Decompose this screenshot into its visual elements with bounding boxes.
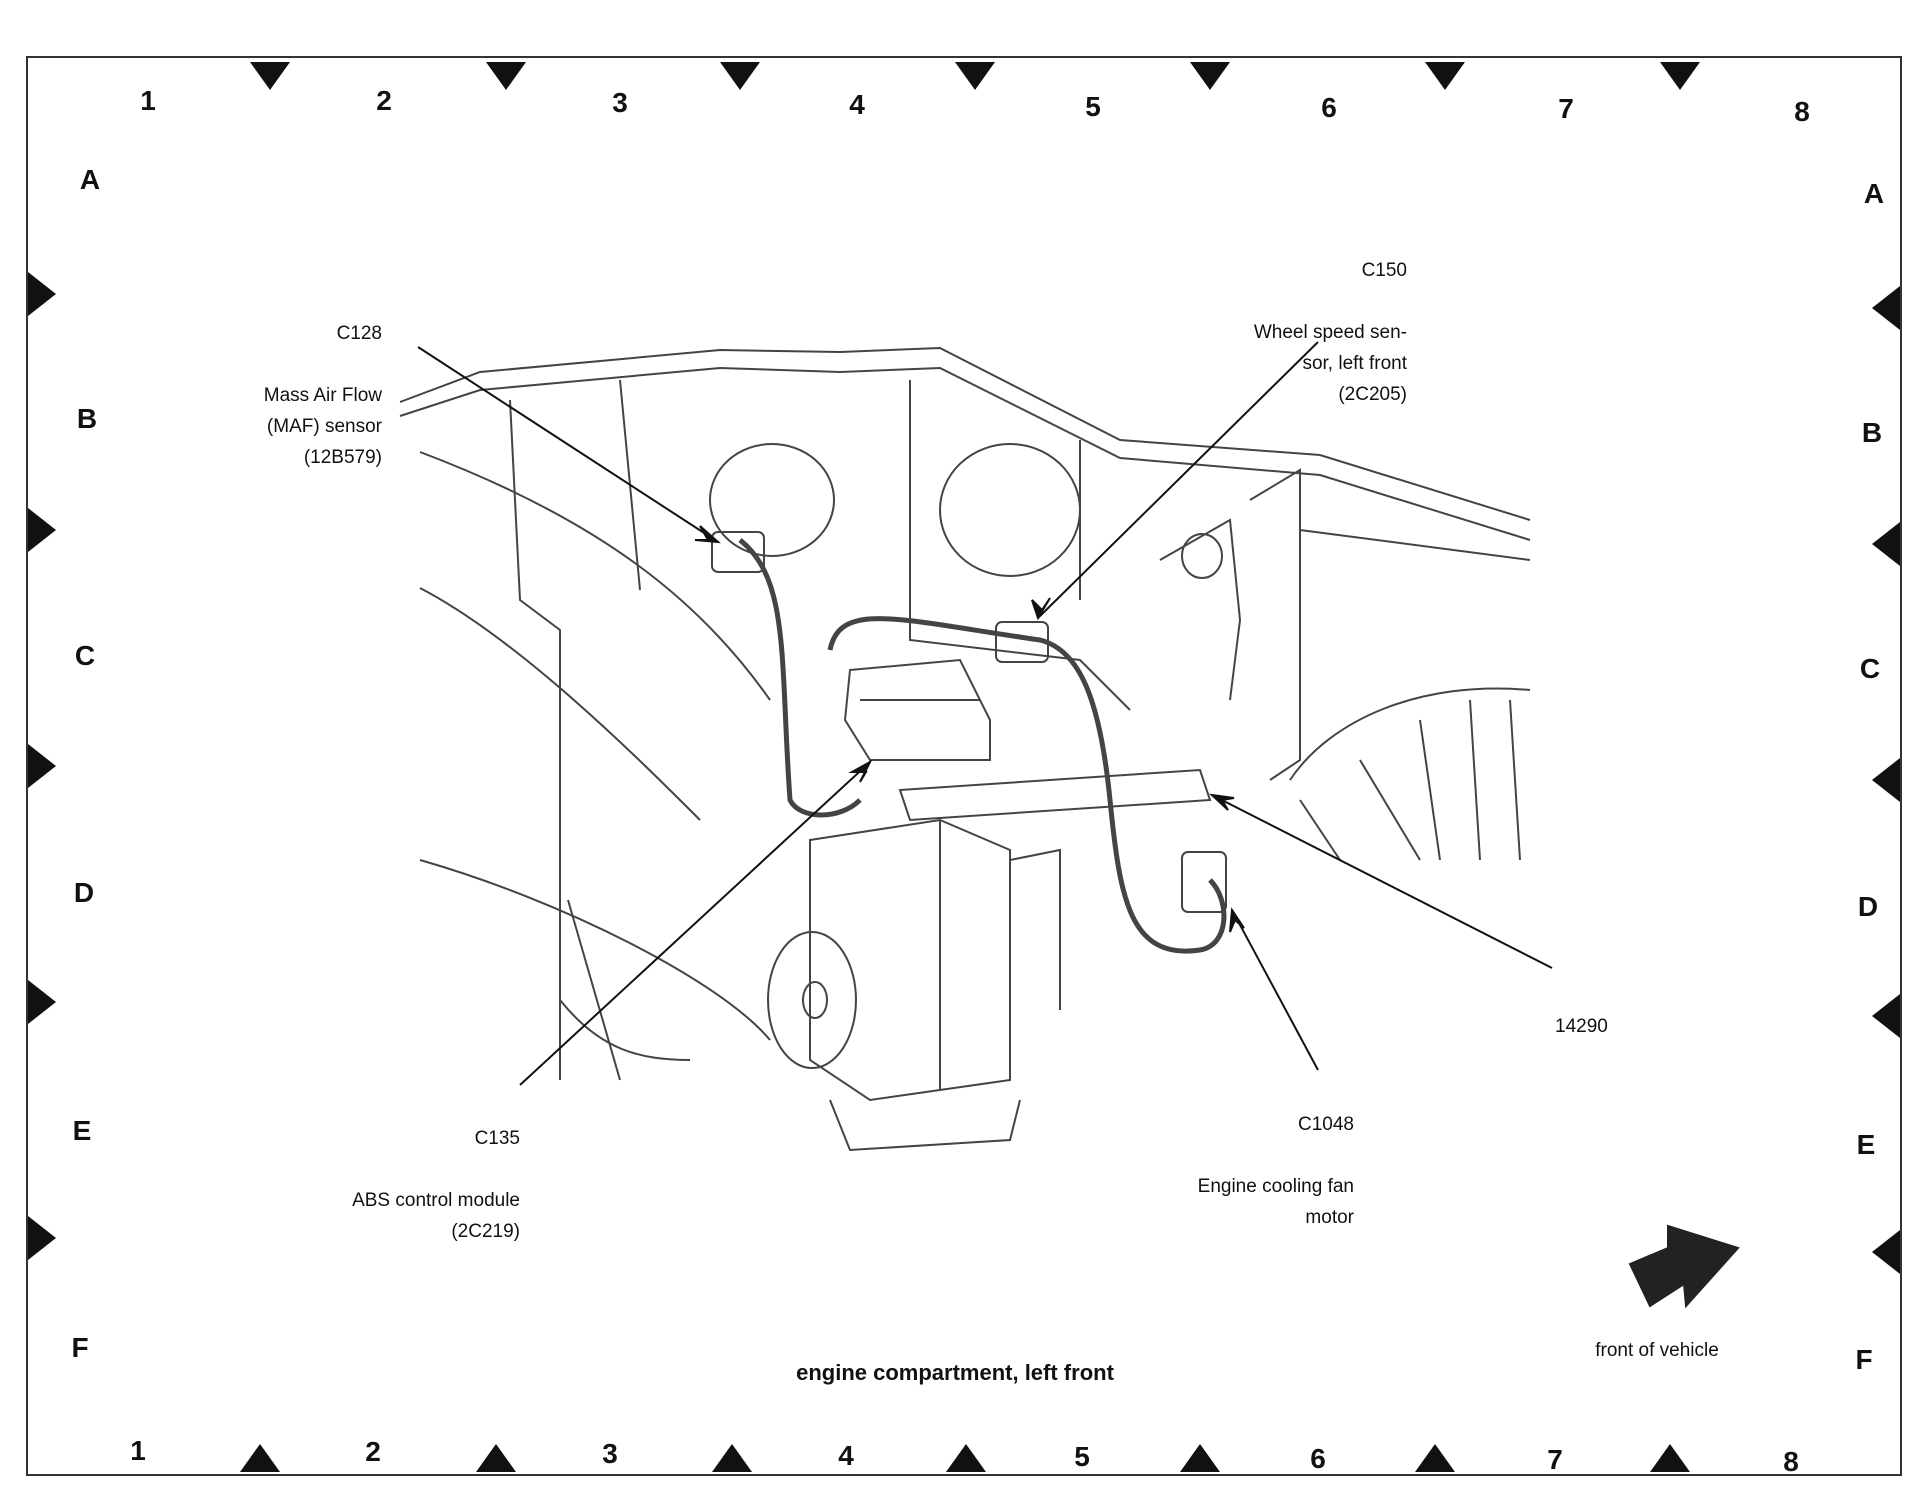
callout-14290-id: 14290 bbox=[1555, 1016, 1608, 1037]
grid-col-5-bottom: 5 bbox=[1074, 1441, 1090, 1472]
diagram-frame bbox=[26, 56, 1902, 1476]
grid-col-4-top: 4 bbox=[849, 89, 865, 120]
grid-col-5-top: 5 bbox=[1085, 91, 1101, 122]
grid-col-7-top: 7 bbox=[1558, 93, 1574, 124]
grid-col-2-top: 2 bbox=[376, 85, 392, 116]
left-grid-markers bbox=[28, 272, 56, 1260]
top-grid-markers bbox=[250, 62, 1700, 90]
callout-c1048: C1048 Engine cooling fan motor bbox=[1198, 1078, 1354, 1264]
grid-row-b-left: B bbox=[76, 403, 98, 434]
grid-row-c-left: C bbox=[74, 640, 96, 671]
leader-c150 bbox=[1037, 341, 1319, 619]
leader-c128 bbox=[417, 346, 719, 543]
arrow-icon bbox=[1628, 1224, 1740, 1309]
grid-row-e-left: E bbox=[72, 1115, 92, 1146]
callout-leaders bbox=[417, 341, 1553, 1086]
callout-c150: C150 Wheel speed sen- sor, left front (2… bbox=[1254, 224, 1407, 441]
bottom-grid-markers bbox=[240, 1444, 1690, 1472]
callout-c1048-desc: Engine cooling fan motor bbox=[1197, 1176, 1354, 1228]
right-grid-markers bbox=[1872, 286, 1900, 1274]
grid-col-8-top: 8 bbox=[1794, 96, 1810, 127]
grid-row-f-right: F bbox=[1855, 1344, 1873, 1375]
grid-row-e-right: E bbox=[1856, 1129, 1876, 1160]
grid-col-6-bottom: 6 bbox=[1310, 1443, 1326, 1474]
callout-c135-id: C135 bbox=[474, 1128, 520, 1149]
callout-c150-id: C150 bbox=[1361, 260, 1407, 281]
arrowhead-icon bbox=[694, 525, 721, 544]
grid-col-7-bottom: 7 bbox=[1547, 1444, 1563, 1475]
front-of-vehicle-label: front of vehicle bbox=[1595, 1340, 1719, 1361]
grid-col-6-top: 6 bbox=[1321, 92, 1337, 123]
grid-col-8-bottom: 8 bbox=[1783, 1446, 1799, 1477]
callout-c128-id: C128 bbox=[336, 323, 382, 344]
leader-14290 bbox=[1211, 794, 1553, 969]
grid-col-3-bottom: 3 bbox=[602, 1438, 618, 1469]
grid-col-1-top: 1 bbox=[140, 85, 156, 116]
grid-row-a-right: A bbox=[1863, 178, 1885, 209]
grid-col-3-top: 3 bbox=[612, 87, 628, 118]
callout-c128-desc: Mass Air Flow (MAF) sensor (12B579) bbox=[263, 385, 382, 468]
arrowhead-icon bbox=[848, 759, 873, 783]
grid-col-4-bottom: 4 bbox=[838, 1440, 854, 1471]
grid-row-c-right: C bbox=[1859, 653, 1881, 684]
callout-c135: C135 ABS control module (2C219) bbox=[352, 1092, 520, 1278]
callout-14290: 14290 bbox=[1555, 980, 1608, 1073]
callout-c1048-id: C1048 bbox=[1298, 1114, 1354, 1135]
callout-c150-desc: Wheel speed sen- sor, left front (2C205) bbox=[1253, 322, 1407, 405]
callout-c128: C128 Mass Air Flow (MAF) sensor (12B579) bbox=[264, 287, 382, 504]
arrowhead-icon bbox=[1209, 793, 1235, 811]
arrowhead-icon bbox=[1229, 907, 1245, 933]
grid-col-1-bottom: 1 bbox=[130, 1435, 146, 1466]
grid-row-a-left: A bbox=[79, 164, 101, 195]
grid-row-b-right: B bbox=[1861, 417, 1883, 448]
arrowhead-icon bbox=[1031, 597, 1051, 621]
leader-c1048 bbox=[1231, 909, 1319, 1071]
diagram-caption: engine compartment, left front bbox=[796, 1360, 1114, 1385]
callout-c135-desc: ABS control module (2C219) bbox=[352, 1190, 520, 1242]
engine-compartment-drawing bbox=[399, 346, 1531, 1152]
leader-c135 bbox=[519, 761, 871, 1086]
grid-col-2-bottom: 2 bbox=[365, 1436, 381, 1467]
grid-row-d-right: D bbox=[1857, 891, 1879, 922]
grid-row-f-left: F bbox=[71, 1332, 89, 1363]
grid-row-d-left: D bbox=[73, 877, 95, 908]
